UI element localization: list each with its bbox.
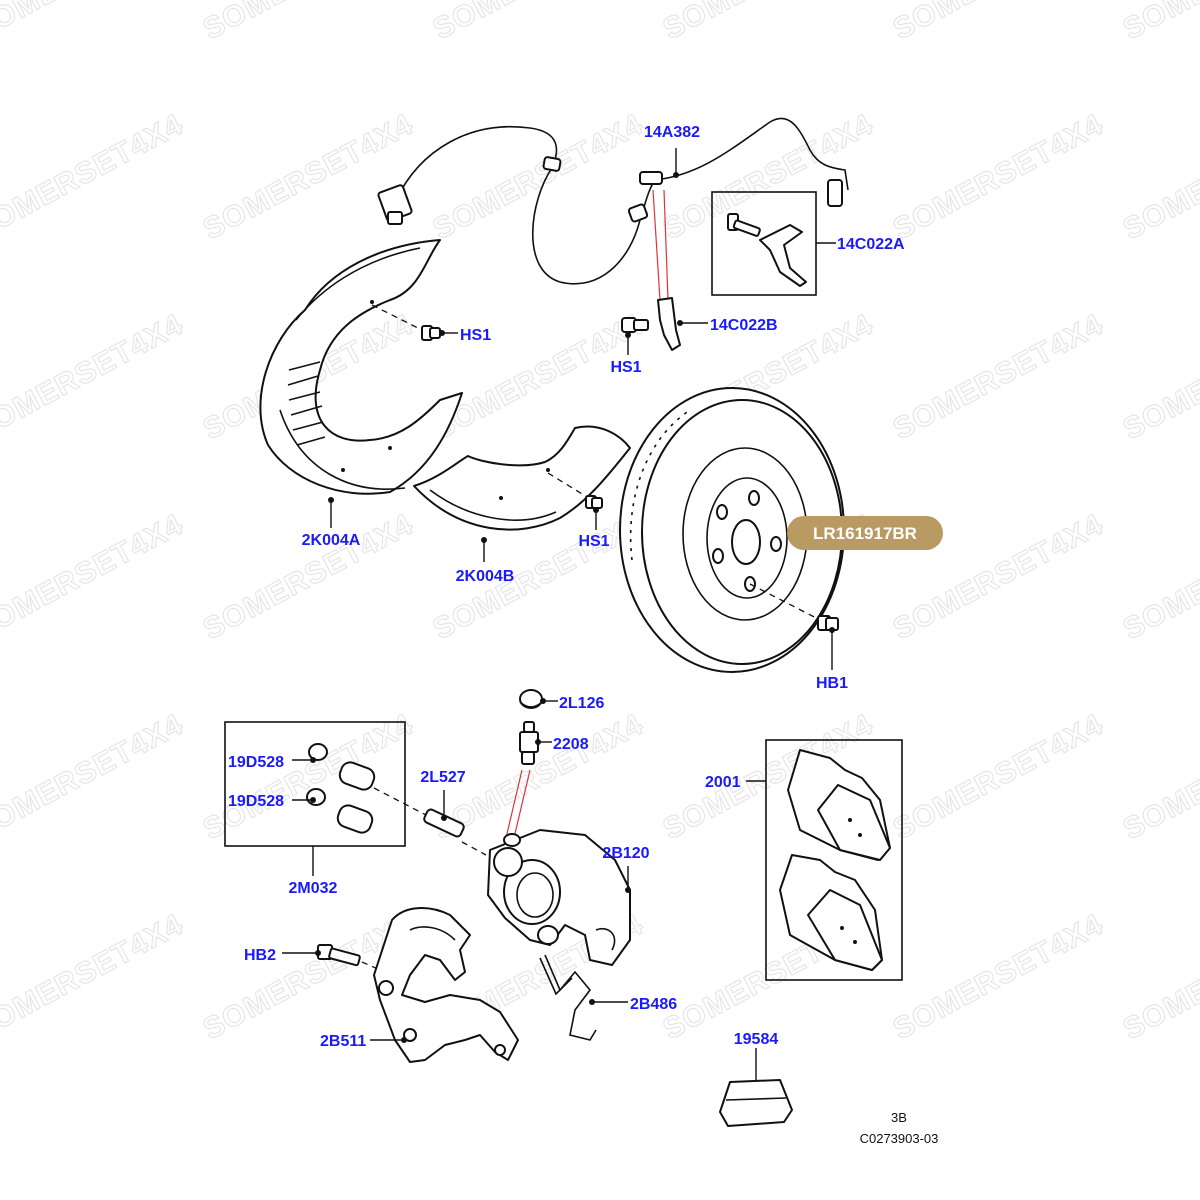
callout-14a382[interactable]: 14A382 bbox=[644, 124, 700, 141]
watermark-text: SOMERSET4X4 bbox=[1118, 108, 1200, 246]
callout-2m032[interactable]: 2M032 bbox=[289, 880, 338, 897]
watermark-text: SOMERSET4X4 bbox=[888, 0, 1109, 46]
bolt-hs1-shield-upper[interactable] bbox=[421, 325, 441, 341]
splash-shield-2k004b[interactable] bbox=[413, 425, 631, 531]
watermark-text: SOMERSET4X4 bbox=[888, 708, 1109, 846]
figure-code: C0273903-03 bbox=[860, 1131, 939, 1146]
watermark-text: SOMERSET4X4 bbox=[1118, 508, 1200, 646]
callout-hs1-shield-upper[interactable]: HS1 bbox=[460, 327, 491, 344]
bracket-14c022b[interactable] bbox=[621, 297, 681, 351]
bracket-14c022a[interactable] bbox=[727, 213, 807, 287]
callout-2k004a[interactable]: 2K004A bbox=[302, 532, 361, 549]
watermark-text: SOMERSET4X4 bbox=[198, 508, 419, 646]
callout-14c022b[interactable]: 14C022B bbox=[710, 317, 778, 334]
callout-2001[interactable]: 2001 bbox=[705, 774, 741, 791]
guide-pin-kit-box bbox=[224, 721, 406, 847]
watermark-text: SOMERSET4X4 bbox=[888, 108, 1109, 246]
guide-pin-2l527[interactable] bbox=[423, 808, 465, 838]
brake-disc[interactable] bbox=[619, 387, 845, 673]
splash-shield-2k004a[interactable] bbox=[259, 239, 463, 495]
watermark-text: SOMERSET4X4 bbox=[198, 0, 419, 46]
watermark-text: SOMERSET4X4 bbox=[0, 508, 189, 646]
callout-2b486[interactable]: 2B486 bbox=[630, 996, 677, 1013]
bolt-hb1[interactable] bbox=[817, 615, 839, 631]
watermark-text: SOMERSET4X4 bbox=[428, 108, 649, 246]
callout-hs1-sensor-bolt[interactable]: HS1 bbox=[610, 359, 641, 376]
watermark-text: SOMERSET4X4 bbox=[0, 708, 189, 846]
pad-kit-box bbox=[765, 739, 903, 981]
figure-page-ref: 3B bbox=[891, 1110, 907, 1125]
watermark-text: SOMERSET4X4 bbox=[0, 108, 189, 246]
watermark-text: SOMERSET4X4 bbox=[0, 908, 189, 1046]
grease-sachet-19584[interactable] bbox=[719, 1079, 793, 1127]
callout-19d528-lower[interactable]: 19D528 bbox=[228, 793, 284, 810]
brake-pads-2001[interactable] bbox=[779, 749, 891, 971]
callout-2b120[interactable]: 2B120 bbox=[602, 845, 649, 862]
highlighted-part-number[interactable]: LR161917BR bbox=[787, 516, 943, 550]
callout-14c022a[interactable]: 14C022A bbox=[837, 236, 905, 253]
highlighted-part-number-text: LR161917BR bbox=[813, 524, 917, 543]
callout-19584[interactable]: 19584 bbox=[734, 1031, 779, 1048]
watermark-text: SOMERSET4X4 bbox=[658, 0, 879, 46]
callout-hb1[interactable]: HB1 bbox=[816, 675, 848, 692]
watermark-text: SOMERSET4X4 bbox=[198, 108, 419, 246]
bolt-hb2[interactable] bbox=[317, 944, 361, 967]
watermark-text: SOMERSET4X4 bbox=[0, 308, 189, 446]
watermark-text: SOMERSET4X4 bbox=[1118, 308, 1200, 446]
callout-hs1-shield-lower[interactable]: HS1 bbox=[578, 533, 609, 550]
guide-pin-kit-parts[interactable] bbox=[306, 743, 377, 835]
bolt-hs1-shield-lower[interactable] bbox=[585, 495, 603, 509]
watermark-text: SOMERSET4X4 bbox=[888, 308, 1109, 446]
watermark-text: SOMERSET4X4 bbox=[1118, 908, 1200, 1046]
watermark-text: SOMERSET4X4 bbox=[428, 0, 649, 46]
watermark-text: SOMERSET4X4 bbox=[0, 0, 189, 46]
callout-19d528-upper[interactable]: 19D528 bbox=[228, 754, 284, 771]
callout-hb2[interactable]: HB2 bbox=[244, 947, 276, 964]
callout-2l126[interactable]: 2L126 bbox=[559, 695, 604, 712]
callout-2208[interactable]: 2208 bbox=[553, 736, 589, 753]
watermark-text: SOMERSET4X4 bbox=[1118, 708, 1200, 846]
sensor-harness[interactable] bbox=[377, 117, 849, 285]
brake-caliper-2b120[interactable] bbox=[487, 829, 631, 966]
callout-2b511[interactable]: 2B511 bbox=[320, 1033, 366, 1050]
callout-2l527[interactable]: 2L527 bbox=[420, 769, 465, 786]
callout-2k004b[interactable]: 2K004B bbox=[456, 568, 515, 585]
caliper-carrier-2b511[interactable] bbox=[373, 907, 519, 1063]
bleed-cap-2l126[interactable] bbox=[519, 689, 543, 709]
watermark-text: SOMERSET4X4 bbox=[1118, 0, 1200, 46]
watermark-text: SOMERSET4X4 bbox=[198, 708, 419, 846]
pad-clip-2b486[interactable] bbox=[539, 954, 597, 1041]
watermark-text: SOMERSET4X4 bbox=[888, 908, 1109, 1046]
